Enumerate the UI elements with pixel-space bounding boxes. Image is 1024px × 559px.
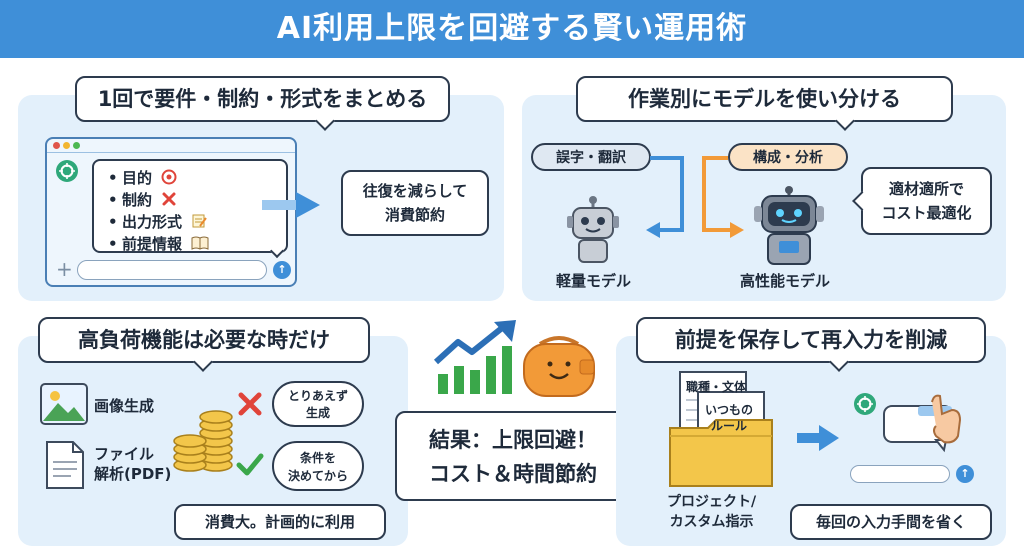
good-line1: 条件を [299,451,336,465]
cross-icon [162,192,176,206]
doc-label-usual-rules: いつもの ルール [705,402,753,434]
cross-red-icon [238,392,262,416]
chat-input-2[interactable] [850,465,950,483]
arrow-right-icon [262,192,320,218]
panel3-heading-text: 高負荷機能は必要な時だけ [78,328,330,352]
prompt-bubble: •目的 •制約 •出力形式 •前提情報 [92,159,288,253]
book-icon [191,236,209,250]
good-practice-bubble: 条件を 決めてから [272,441,364,491]
tag-heavy-tasks: 構成・分析 [728,143,848,171]
routing-arrows-icon [646,156,744,238]
tag-heavy-text: 構成・分析 [753,150,823,166]
bad-line2: 生成 [305,406,330,420]
panel3-footer-text: 消費大。計画的に利用 [204,513,355,531]
result-summary-line2: コスト＆時間節約 [429,462,597,486]
window-dot-red [53,142,60,149]
note-line2: コスト最適化 [881,204,972,222]
item-purpose: 目的 [122,169,153,187]
note-line1: 適材適所で [888,180,964,198]
window-dot-yellow [63,142,70,149]
panel3-footer: 消費大。計画的に利用 [174,504,386,540]
list-item: •目的 [108,167,177,188]
list-item: •出力形式 [108,211,208,232]
item-constraint: 制約 [122,191,153,209]
result-line2: 消費節約 [384,206,445,224]
folder-label-line2: カスタム指示 [669,514,754,530]
assistant-logo-icon [56,160,78,182]
chat-input[interactable] [77,260,267,280]
doc-rules-line1: いつもの [705,403,754,417]
add-icon[interactable]: + [56,257,73,281]
result-bubble-panel1: 往復を減らして 消費節約 [341,170,489,236]
assistant-logo-icon-2 [854,393,876,415]
folder-icon [669,371,773,487]
arrow-right-blue-icon [797,425,839,451]
good-line2: 決めてから [287,469,348,483]
model-heavy-label: 高性能モデル [740,272,831,290]
title-bar: AI利用上限を回避する賢い運用術 [0,0,1024,58]
panel1-heading-text: 1回で要件・制約・形式をまとめる [97,87,428,111]
bad-practice-bubble: とりあえず 生成 [272,381,364,427]
item-premise: 前提情報 [122,235,183,253]
panel4-footer-text: 毎回の入力手間を省く [815,513,966,531]
check-green-icon [236,453,264,476]
coins-icon [173,410,233,472]
chat-window: •目的 •制約 •出力形式 •前提情報 + ↑ [45,137,297,287]
tag-light-text: 誤字・翻訳 [556,150,626,166]
target-icon [161,169,177,185]
robot-heavy-icon [754,186,824,265]
panel2-heading-text: 作業別にモデルを使い分ける [628,87,901,111]
doc-rules-line2: ルール [711,419,748,433]
image-icon [40,383,88,425]
result-summary: 結果：上限回避！ コスト＆時間節約 [395,411,631,501]
feature-file-line2: 解析(PDF) [94,465,172,483]
feature-image-label: 画像生成 [94,397,155,415]
item-output-format: 出力形式 [122,213,183,231]
wallet-icon [523,336,595,397]
doc-label-job-style: 職種・文体 [686,380,747,394]
chat-tap-icon [883,394,962,453]
window-dot-green [73,142,80,149]
panel1-heading: 1回で要件・制約・形式をまとめる [75,76,450,122]
folder-label: プロジェクト/ カスタム指示 [667,492,756,532]
folder-label-line1: プロジェクト/ [667,494,757,510]
feature-file-line1: ファイル [94,445,155,463]
feature-file-label: ファイル 解析(PDF) [94,444,171,484]
document-icon [46,441,84,489]
send-button-2[interactable]: ↑ [956,465,974,483]
robot-light-icon [567,196,619,263]
bad-line1: とりあえず [287,389,348,403]
model-light-label: 軽量モデル [556,272,632,290]
list-item: •前提情報 [108,233,209,254]
send-button[interactable]: ↑ [273,261,291,279]
note-bubble-panel2: 適材適所で コスト最適化 [861,167,992,235]
panel2-heading: 作業別にモデルを使い分ける [576,76,953,122]
result-line1: 往復を減らして [362,182,468,200]
panel4-heading-text: 前提を保存して再入力を削減 [674,328,948,352]
list-item: •制約 [108,189,177,210]
chat-window-titlebar [47,139,295,153]
page-title: AI利用上限を回避する賢い運用術 [276,11,748,46]
result-summary-line1: 結果：上限回避！ [429,428,597,452]
growth-chart-icon [433,320,516,394]
memo-icon [192,214,208,228]
panel4-footer: 毎回の入力手間を省く [790,504,992,540]
panel4-heading: 前提を保存して再入力を削減 [636,317,986,363]
